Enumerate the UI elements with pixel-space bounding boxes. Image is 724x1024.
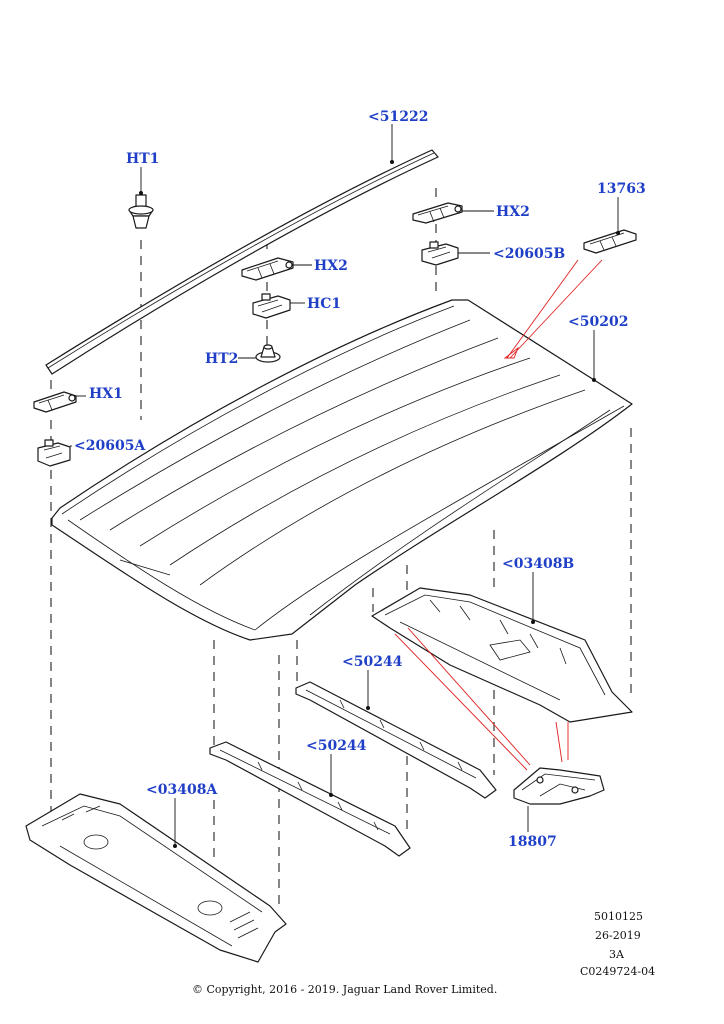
- callout-ht2: HT2: [205, 351, 239, 367]
- callout-hx2-mid: HX2: [314, 258, 348, 274]
- roof-bow-upper: [295, 681, 497, 799]
- clip-20605b: [421, 241, 459, 266]
- push-pin-ht2: [255, 344, 281, 363]
- callout-51222: <51222: [368, 109, 429, 125]
- callout-03408b: <03408B: [502, 556, 575, 572]
- roof-trim-strip: [45, 149, 439, 375]
- callout-13763: 13763: [597, 181, 646, 197]
- clip-20605a: [37, 439, 71, 467]
- callout-20605a: <20605A: [74, 438, 146, 454]
- clip-hx1: [33, 391, 77, 413]
- rear-roof-header: [371, 587, 633, 723]
- reference-line-1: 5010125: [594, 910, 643, 923]
- callout-hc1: HC1: [307, 296, 342, 312]
- reference-line-2: 26-2019: [595, 929, 641, 942]
- red-reference-lines: [394, 259, 603, 771]
- reference-line-4: C0249724-04: [580, 965, 656, 978]
- clip-hc1: [252, 293, 291, 319]
- roof-panel: [51, 299, 633, 641]
- callout-hx1: HX1: [89, 386, 123, 402]
- copyright-notice: © Copyright, 2016 - 2019. Jaguar Land Ro…: [192, 983, 498, 996]
- front-roof-header: [25, 793, 287, 963]
- reference-line-3: 3A: [609, 948, 624, 961]
- callout-50244-upper: <50244: [342, 654, 403, 670]
- callout-50244-lower: <50244: [306, 738, 367, 754]
- roof-bow-lower: [209, 741, 411, 857]
- push-pin-ht1: [128, 194, 154, 229]
- callout-ht1: HT1: [126, 151, 160, 167]
- bracket-18807: [513, 767, 605, 805]
- alignment-lines: [50, 188, 632, 908]
- callout-50202: <50202: [568, 314, 629, 330]
- callout-18807: 18807: [508, 834, 557, 850]
- callout-hx2-top: HX2: [496, 204, 530, 220]
- leader-lines: [70, 124, 620, 848]
- callout-03408a: <03408A: [146, 782, 218, 798]
- callout-20605b: <20605B: [493, 246, 566, 262]
- clip-hx2-mid: [241, 257, 294, 281]
- bracket-13763: [583, 229, 637, 254]
- clip-hx2-top: [412, 202, 463, 224]
